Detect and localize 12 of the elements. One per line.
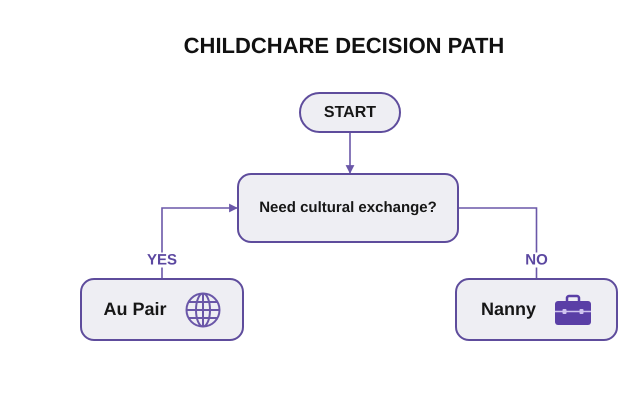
outcome-box [80, 278, 244, 341]
arrow [161, 204, 238, 278]
node-label: Au Pair [103, 298, 167, 321]
diagram-title: CHILDCHARE DECISION PATH [182, 32, 506, 60]
node-label: START [324, 102, 376, 122]
arrow [346, 133, 354, 174]
outcome-box [455, 278, 618, 341]
start-pill [299, 92, 401, 133]
node-label: Nanny [480, 298, 536, 321]
node-label: Need cultural exchange? [259, 198, 437, 218]
decision-box [237, 173, 459, 243]
connector-line [459, 207, 538, 278]
